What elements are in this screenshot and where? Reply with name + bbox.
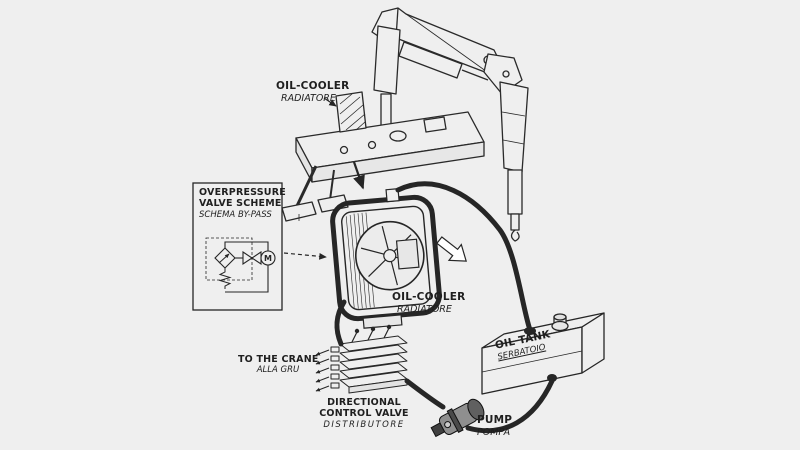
hose-valve-to-pump (404, 378, 446, 410)
oil-cooler-mid-subtitle: RADIATORE (397, 303, 452, 315)
oil-tank (481, 312, 605, 395)
oil-cooler-mid-title: OIL-COOLER (392, 291, 466, 303)
to-crane-flow-arrows (315, 349, 330, 392)
crane-illustration (281, 7, 529, 242)
to-the-crane-title: TO THE CRANE (238, 354, 319, 365)
overpressure-scheme-label: OVERPRESSURE VALVE SCHEME SCHEMA BY-PASS (199, 187, 286, 220)
motor-symbol-circle (260, 250, 276, 266)
pump-unit (430, 398, 485, 438)
valve-levers (351, 324, 392, 343)
directional-valve-line2: CONTROL VALVE (319, 408, 409, 420)
hose-cooler-to-valve (334, 299, 347, 347)
valve-spring-symbol (218, 268, 232, 289)
fan-hub (383, 249, 397, 263)
pump-label: PUMP POMPA (477, 414, 512, 438)
overpressure-line2: VALVE SCHEME (199, 198, 282, 210)
overpressure-line3: SCHEMA BY-PASS (199, 209, 272, 220)
flow-direction-block-arrow (436, 236, 467, 262)
cooler-top-leader-arrow (323, 97, 337, 107)
motor-symbol: M (264, 254, 272, 263)
tank-filler-cap (551, 313, 569, 332)
cooler-top-fitting (385, 188, 400, 203)
crane-to-cooler-arrow (352, 161, 365, 190)
oil-cooler-unit (330, 188, 442, 329)
hose-pump-to-tank (465, 378, 555, 434)
oil-cooler-mid-label: OIL-COOLER RADIATORE (392, 291, 465, 315)
scheme-to-cooler-dashed-arrow (283, 252, 327, 260)
cooler-mount-bracket (362, 314, 403, 329)
hose-cooler-to-tank (395, 181, 533, 333)
tank-right-face (581, 312, 605, 374)
to-the-crane-label: TO THE CRANE ALLA GRU (238, 354, 318, 376)
oil-cooler-top-title: OIL-COOLER (276, 80, 350, 92)
tank-bottom-fitting (547, 374, 557, 382)
fan-motor-housing (395, 238, 420, 270)
directional-control-valve (315, 324, 408, 394)
to-the-crane-subtitle: ALLA GRU (256, 365, 300, 376)
fan-symbol (242, 250, 253, 266)
overpressure-line1: OVERPRESSURE (199, 187, 286, 198)
oil-cooler-top-label: OIL-COOLER RADIATORE (276, 80, 349, 104)
oil-cooler-top-subtitle: RADIATORE (281, 92, 336, 104)
crane-mounted-cooler (335, 91, 367, 133)
directional-valve-label: DIRECTIONAL CONTROL VALVE DISTRIBUTORE (318, 397, 410, 430)
overpressure-scheme-box: M (192, 182, 283, 311)
tank-top-fitting (524, 327, 536, 335)
pump-subtitle: POMPA (477, 426, 511, 438)
pump-title: PUMP (477, 414, 513, 426)
directional-valve-line3: DISTRIBUTORE (323, 419, 405, 430)
directional-valve-line1: DIRECTIONAL (327, 397, 401, 408)
hydraulic-hoses (334, 181, 555, 434)
valve-outlet-ports (330, 346, 340, 389)
